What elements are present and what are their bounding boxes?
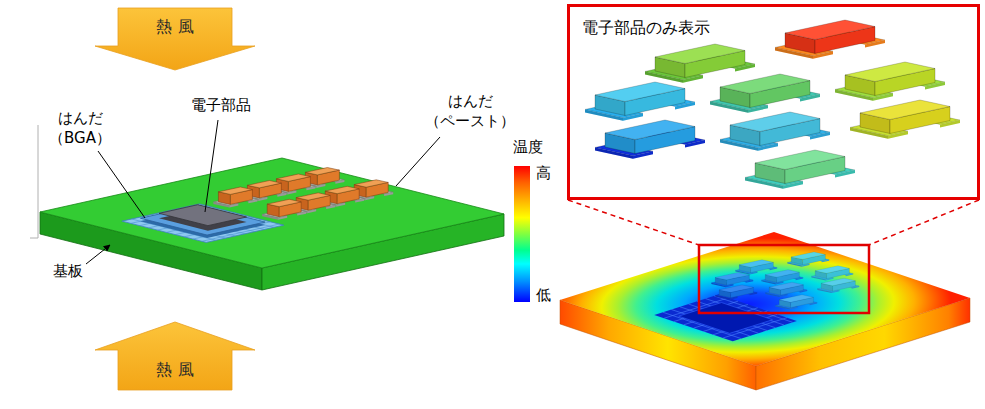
- zoom-frame: [699, 245, 869, 313]
- node-text: 熱 風: [156, 17, 193, 36]
- arrow-outline: [95, 322, 255, 390]
- text-area: 熱 風: [118, 350, 232, 390]
- node-text: 熱 風: [156, 360, 193, 379]
- temperature-color-bar: [514, 166, 530, 302]
- part-label: 基板: [48, 262, 88, 282]
- arrow-shape: [95, 8, 255, 70]
- inset-components: [585, 20, 960, 189]
- hot-air-arrow: 熱 風: [95, 8, 255, 70]
- arrow-shape: [95, 322, 255, 390]
- bracket-line: [30, 125, 38, 238]
- scale-label: 高: [533, 164, 553, 184]
- text-area: 電子部品のみ表示: [582, 13, 882, 43]
- part-label: 電子部品: [186, 96, 256, 116]
- circuit-board: [40, 158, 504, 290]
- node-text: 電子部品のみ表示: [582, 18, 710, 37]
- bga-package: [122, 204, 284, 243]
- part-label: はんだ （ペースト）: [420, 92, 520, 131]
- text-area: 熱 風: [118, 8, 232, 46]
- scale-label: 低: [533, 286, 553, 306]
- chip-components: [213, 168, 393, 220]
- arrow-outline: [95, 8, 255, 70]
- part-label: はんだ （BGA）: [44, 109, 116, 148]
- legend-title: 温度: [506, 138, 550, 158]
- hot-air-arrow: 熱 風: [95, 322, 255, 390]
- leader-lines: [86, 120, 440, 264]
- inset-panel: 電子部品のみ表示: [567, 4, 980, 200]
- temperature-map-board: [560, 232, 970, 390]
